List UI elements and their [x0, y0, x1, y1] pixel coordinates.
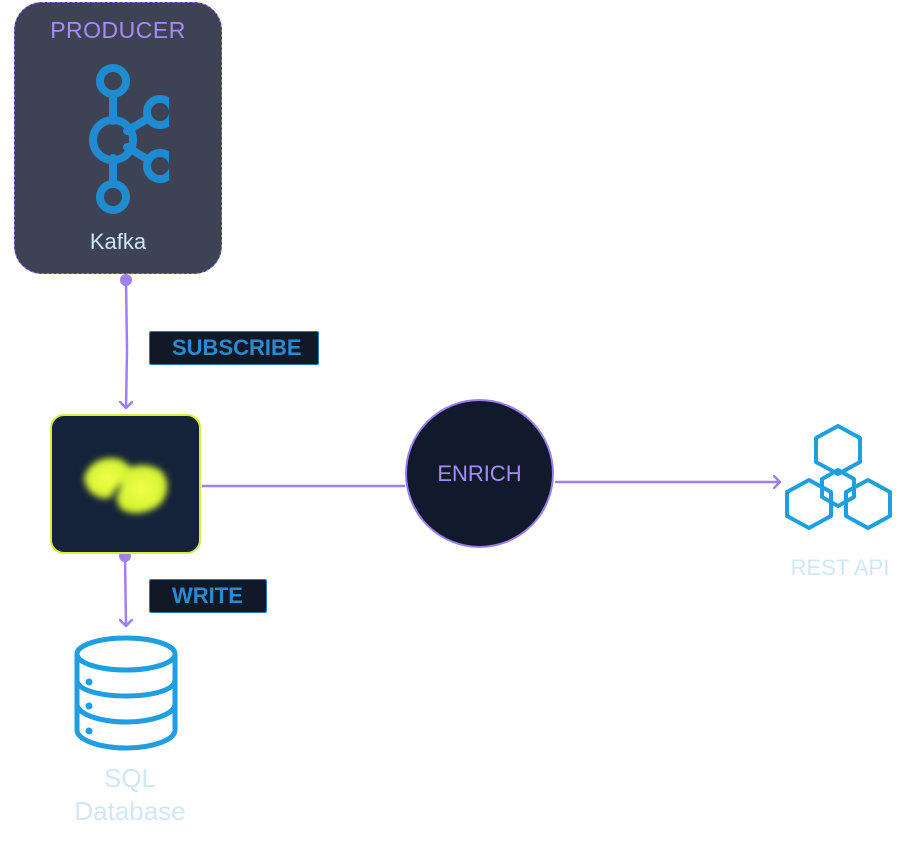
- write-label: WRITE: [149, 579, 267, 613]
- rest-api-icon[interactable]: [780, 424, 898, 540]
- database-label: SQL Database: [74, 763, 186, 826]
- processor-node[interactable]: [50, 414, 201, 554]
- processor-logo-icon: [84, 458, 168, 514]
- kafka-label: Kafka: [89, 229, 147, 254]
- enrich-node[interactable]: ENRICH: [405, 399, 554, 548]
- enrich-label: ENRICH: [437, 461, 522, 486]
- write-edge: [119, 550, 131, 626]
- producer-title: PRODUCER: [50, 17, 186, 43]
- rest-api-label: REST API: [790, 555, 890, 580]
- database-icon[interactable]: [70, 634, 182, 752]
- subscribe-label: SUBSCRIBE: [149, 331, 319, 365]
- subscribe-edge: [120, 274, 132, 408]
- producer-node[interactable]: PRODUCER Kafka: [14, 2, 222, 274]
- kafka-icon: [89, 64, 169, 214]
